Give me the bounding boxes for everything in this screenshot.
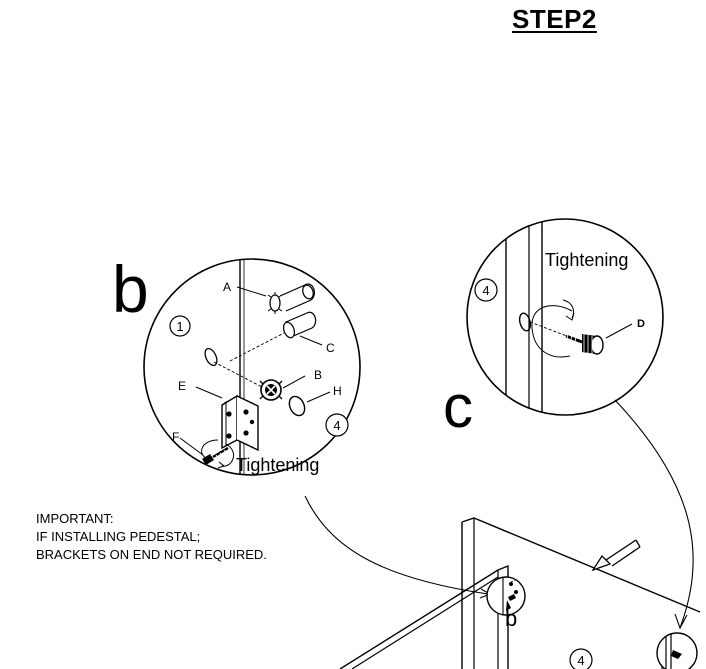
- svg-text:4: 4: [482, 283, 489, 298]
- svg-text:4: 4: [577, 653, 584, 668]
- part-label-e: E: [178, 379, 186, 393]
- important-note-line: BRACKETS ON END NOT REQUIRED.: [36, 547, 267, 562]
- small-callout-c: [656, 632, 698, 669]
- svg-text:1: 1: [176, 319, 183, 334]
- circled-number-4-main: 4: [569, 648, 593, 669]
- part-b-cam-lock: [259, 375, 306, 401]
- part-c-dowel: [229, 311, 323, 362]
- part-d-knob-screw: [565, 323, 633, 355]
- callout-arrow-b: [304, 495, 489, 595]
- circled-number-1: 1: [169, 315, 191, 337]
- direction-arrow: [591, 539, 637, 572]
- part-label-d: D: [637, 318, 645, 330]
- part-label-a: A: [223, 280, 231, 294]
- part-a-stud: [236, 283, 315, 314]
- part-label-f: F: [172, 430, 179, 444]
- detail-c-magnified-view: 4 Tightening D: [466, 218, 664, 416]
- part-label-h: H: [333, 384, 342, 398]
- detail-b-magnified-view: 1 4 A C B H E F Tightening: [143, 258, 361, 476]
- important-note-heading: IMPORTANT:: [36, 511, 114, 526]
- part-f-screw: [179, 437, 235, 469]
- panel-hole: [204, 347, 218, 367]
- part-h-hole: [288, 395, 306, 417]
- panel-hole-c: [518, 312, 532, 332]
- step-title: STEP2: [512, 4, 597, 34]
- callout-letter-b: b: [505, 606, 517, 631]
- part-e-bracket: [195, 386, 259, 452]
- small-callout-b: b: [486, 576, 526, 631]
- detail-letter-c: c: [443, 373, 473, 440]
- tightening-label-c: Tightening: [545, 250, 628, 270]
- svg-text:4: 4: [333, 418, 340, 433]
- part-label-b: B: [314, 368, 322, 382]
- detail-letter-b: b: [112, 252, 149, 326]
- part-label-c: C: [326, 341, 335, 355]
- circled-number-4: 4: [325, 413, 349, 437]
- circled-number-4-c: 4: [474, 278, 498, 302]
- callout-arrow-c: [614, 399, 694, 629]
- important-note: IMPORTANT: IF INSTALLING PEDESTAL; BRACK…: [36, 510, 267, 564]
- tightening-label-b: Tightening: [236, 455, 319, 475]
- important-note-line: IF INSTALLING PEDESTAL;: [36, 529, 201, 544]
